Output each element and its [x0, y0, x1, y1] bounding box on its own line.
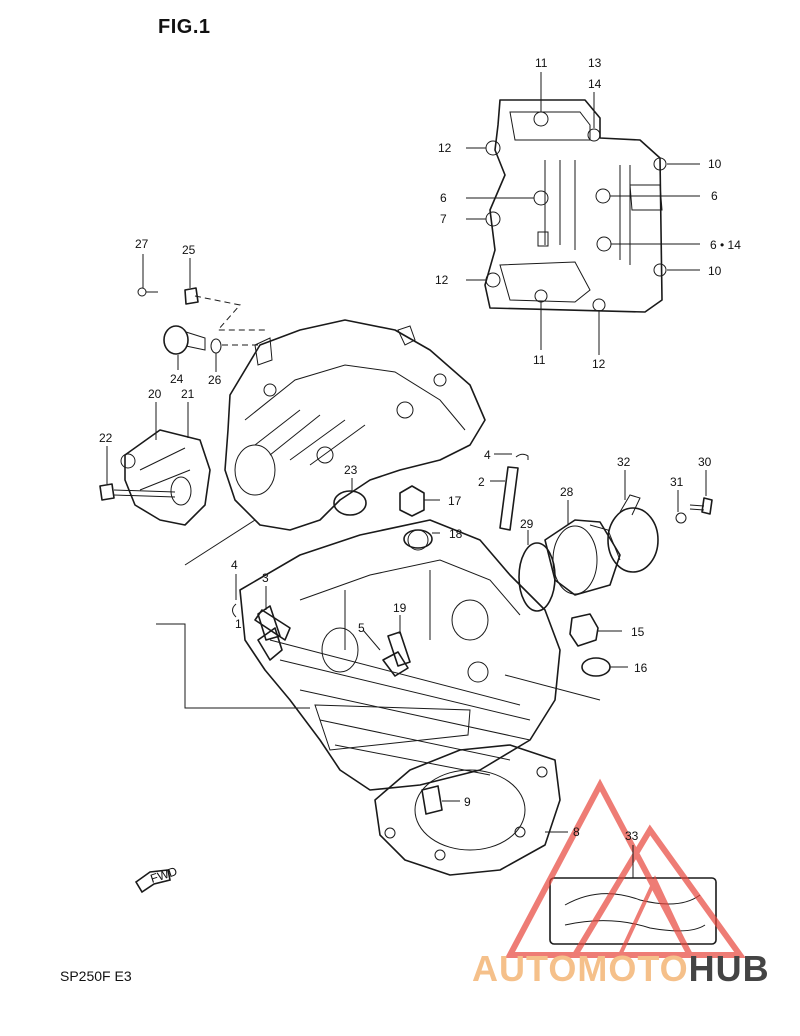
brand-part-1: AUTOMOTO — [472, 948, 689, 989]
callout-12b: 12 — [435, 273, 449, 287]
callout-6: 6 — [440, 191, 447, 205]
callout-15: 15 — [631, 625, 645, 639]
callout-29: 29 — [520, 517, 534, 531]
cap-nut-drawing — [569, 613, 599, 647]
callout-labels: 1 2 3 4 4 5 6 6 6 • 14 7 8 9 10 10 11 11… — [99, 56, 741, 843]
oil-plug-parts-drawing — [137, 287, 222, 355]
callout-6b: 6 — [711, 189, 718, 203]
washer-drawing — [675, 512, 687, 524]
callout-3: 3 — [262, 571, 269, 585]
figure-title: FIG.1 — [158, 16, 211, 38]
callout-33: 33 — [625, 829, 639, 843]
callout-20: 20 — [148, 387, 162, 401]
bolt-shaft — [689, 504, 705, 511]
callout-23: 23 — [344, 463, 358, 477]
callout-28: 28 — [560, 485, 574, 499]
spark-plug-drawing — [387, 631, 411, 667]
callout-14: 14 — [588, 77, 602, 91]
leader-lines — [106, 72, 707, 878]
callout-30: 30 — [698, 455, 712, 469]
head-gasket-drawing — [374, 744, 561, 876]
callout-4: 4 — [484, 448, 491, 462]
callout-25: 25 — [182, 243, 196, 257]
cam-housing-drawing — [224, 319, 486, 531]
callout-19: 19 — [393, 601, 407, 615]
intake-pipe-drawing — [518, 494, 659, 612]
callout-1: 1 — [235, 617, 242, 631]
callout-22: 22 — [99, 431, 113, 445]
valve-guide-drawing — [499, 466, 519, 531]
callout-16: 16 — [634, 661, 648, 675]
bolt-drawing — [701, 497, 713, 515]
callout-26: 26 — [208, 373, 222, 387]
washer-drawing — [581, 657, 611, 677]
callout-5: 5 — [358, 621, 365, 635]
fwd-label: FWD — [149, 864, 180, 886]
callout-18: 18 — [449, 527, 463, 541]
automotohub-watermark: AUTOMOTOHUB — [472, 948, 770, 990]
automotohub-logo-icon — [505, 778, 746, 958]
callout-10: 10 — [708, 157, 722, 171]
callout-32: 32 — [617, 455, 631, 469]
callout-12: 12 — [438, 141, 452, 155]
connector-dashed-line — [194, 295, 265, 331]
callout-6-14: 6 • 14 — [710, 238, 741, 252]
callout-7: 7 — [440, 212, 447, 226]
callout-11: 11 — [535, 56, 548, 70]
callout-8: 8 — [573, 825, 580, 839]
head-cover-drawing — [484, 99, 667, 313]
callout-2: 2 — [478, 475, 485, 489]
callout-13: 13 — [588, 56, 602, 70]
cap-nut-drawing — [399, 485, 425, 517]
forward-arrow-icon — [134, 869, 171, 894]
callout-21: 21 — [181, 387, 195, 401]
callout-17: 17 — [448, 494, 462, 508]
clip-drawing — [232, 603, 237, 618]
callout-4b: 4 — [231, 558, 238, 572]
callout-24: 24 — [170, 372, 184, 386]
callout-9: 9 — [464, 795, 471, 809]
callout-11b: 11 — [533, 353, 546, 367]
callout-27: 27 — [135, 237, 149, 251]
o-ring-drawing — [333, 490, 367, 516]
callout-10b: 10 — [708, 264, 722, 278]
clip-drawing — [515, 453, 529, 460]
callout-31: 31 — [670, 475, 684, 489]
model-code: SP250F E3 — [60, 968, 132, 984]
callout-12c: 12 — [592, 357, 606, 371]
cylinder-head-drawing — [239, 519, 561, 791]
brand-part-2: HUB — [688, 948, 770, 989]
valve-cover-drawing — [99, 429, 211, 526]
gasket-set-drawing — [564, 893, 706, 932]
dowel-pin-drawing — [421, 785, 443, 815]
washer-drawing — [403, 529, 433, 549]
